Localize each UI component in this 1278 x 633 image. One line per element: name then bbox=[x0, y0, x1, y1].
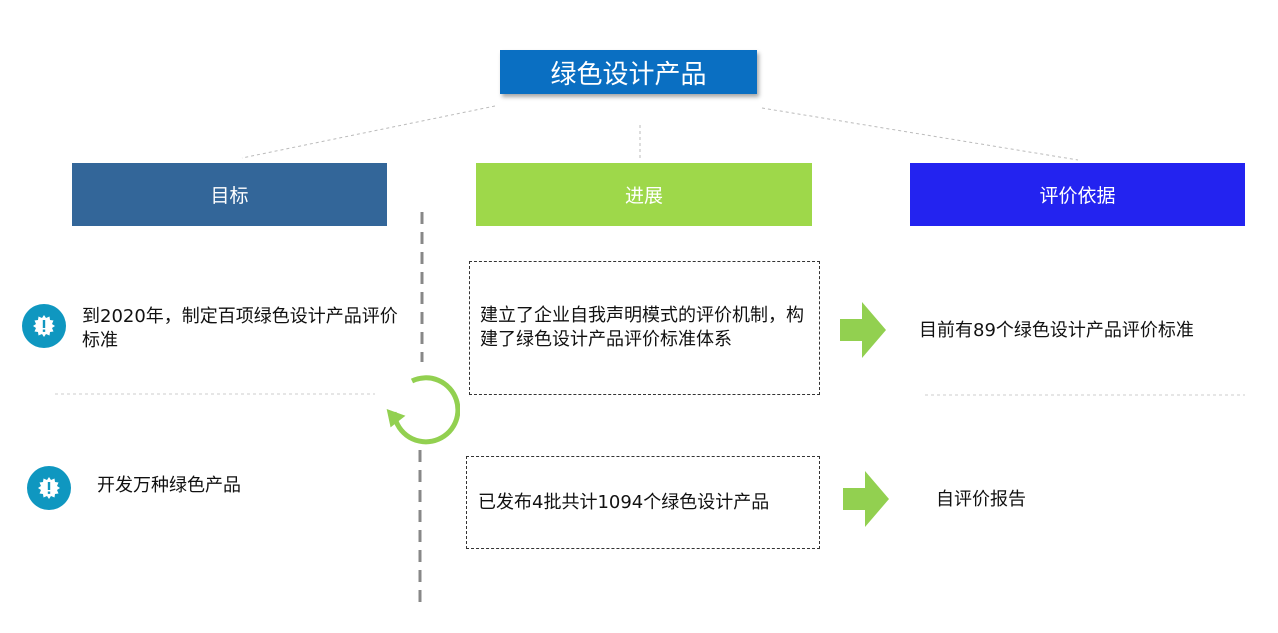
header-progress: 进展 bbox=[476, 163, 812, 226]
connector-left bbox=[241, 105, 496, 159]
progress-text-2: 已发布4批共计1094个绿色设计产品 bbox=[478, 491, 770, 513]
basis-text-1: 目前有89个绿色设计产品评价标准 bbox=[919, 320, 1194, 341]
progress-text-1: 建立了企业自我声明模式的评价机制，构建了绿色设计产品评价标准体系 bbox=[480, 305, 804, 350]
header-basis: 评价依据 bbox=[910, 163, 1245, 226]
refresh-cycle-icon bbox=[382, 372, 461, 452]
main-title: 绿色设计产品 bbox=[500, 50, 757, 94]
gear-alert-icon bbox=[27, 466, 71, 510]
basis-text-2: 自评价报告 bbox=[936, 489, 1026, 510]
gear-alert-icon bbox=[22, 304, 66, 348]
arrow-right-icon bbox=[840, 302, 886, 362]
connector-right bbox=[761, 107, 1079, 161]
arrow-right-icon bbox=[843, 471, 889, 531]
goal-text-1: 到2020年，制定百项绿色设计产品评价标准 bbox=[82, 306, 398, 351]
progress-box-1: 建立了企业自我声明模式的评价机制，构建了绿色设计产品评价标准体系 bbox=[469, 261, 820, 395]
goal-text-2: 开发万种绿色产品 bbox=[97, 475, 241, 496]
header-goal: 目标 bbox=[72, 163, 387, 226]
progress-box-2: 已发布4批共计1094个绿色设计产品 bbox=[466, 456, 820, 549]
